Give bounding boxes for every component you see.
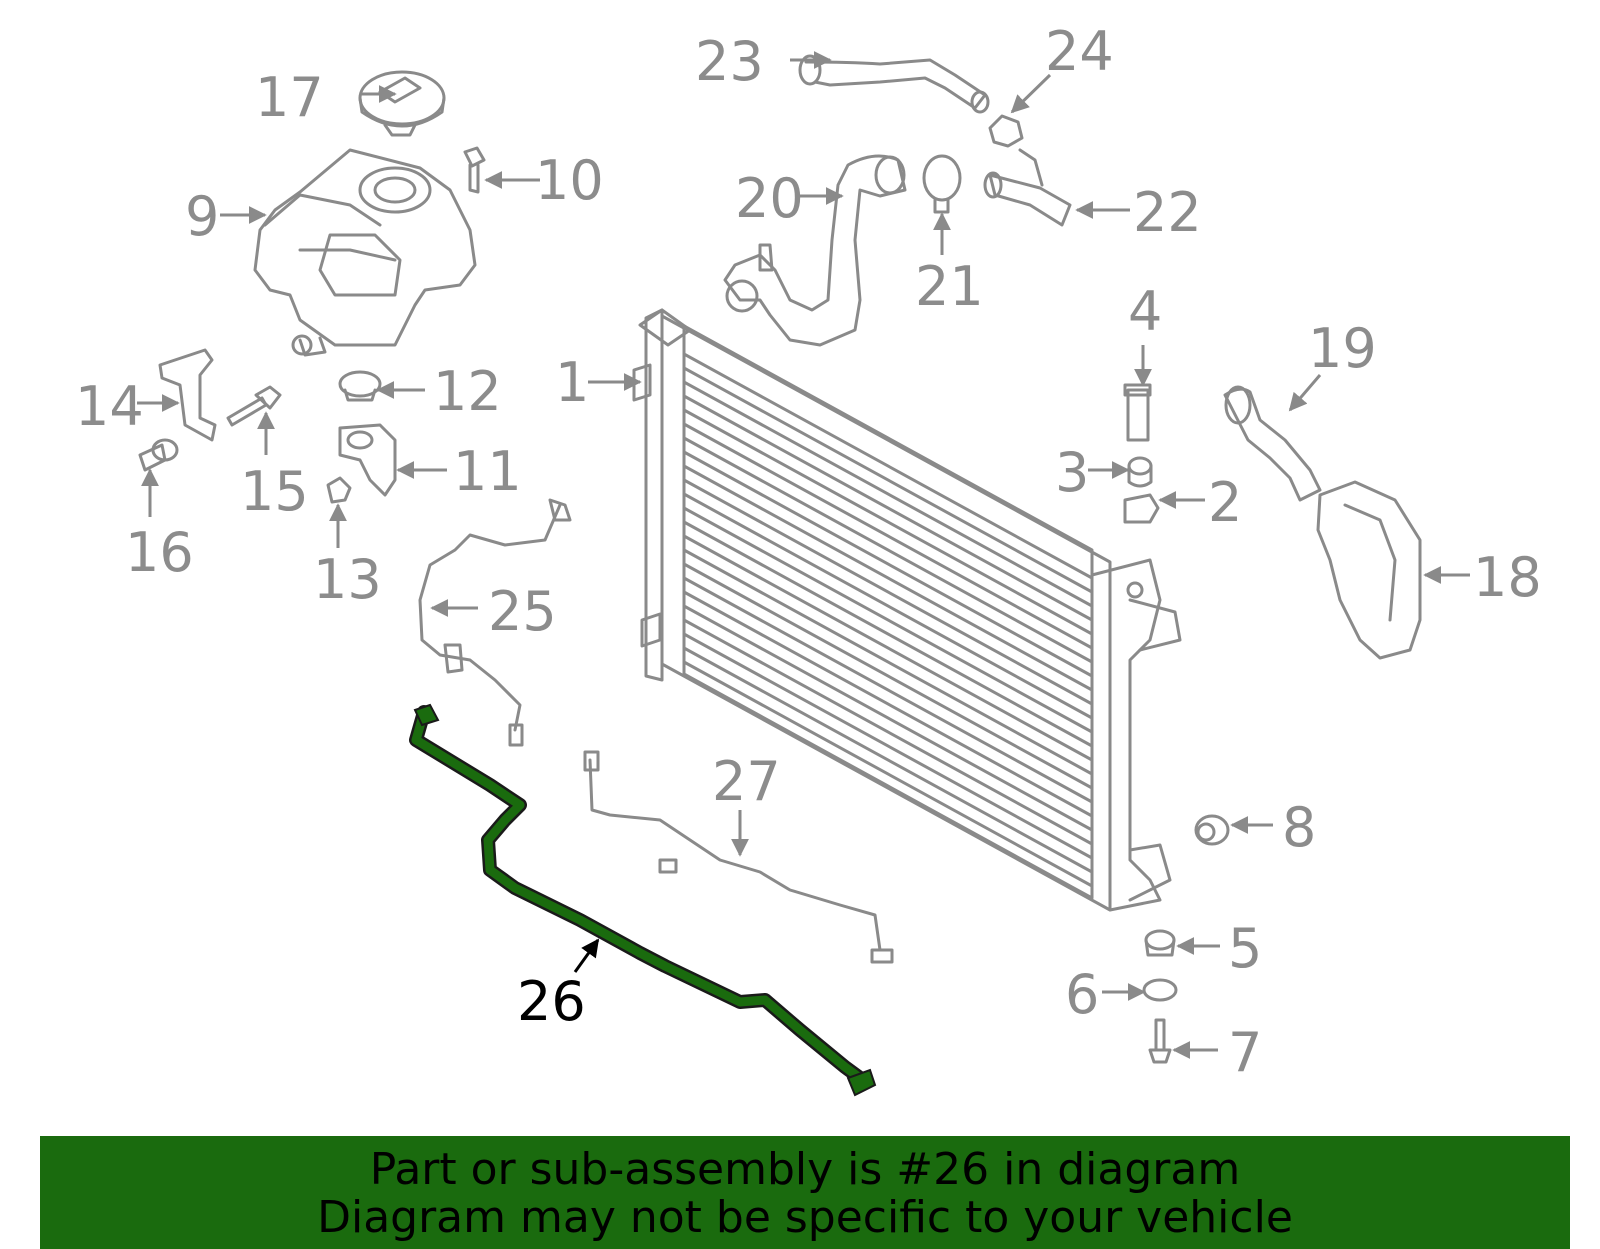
leader-arrows <box>137 51 1470 1059</box>
callout-10: 10 <box>535 149 604 212</box>
radiator-fin <box>682 422 1094 650</box>
leader-24 <box>1010 73 1052 114</box>
radiator-fin <box>682 464 1094 692</box>
hose-20-part <box>723 154 907 347</box>
part-7 <box>1148 1018 1172 1064</box>
callout-25: 25 <box>488 580 557 643</box>
callout-9: 9 <box>185 185 219 248</box>
banner-part-text: Part or sub-assembly is #26 in diagram <box>369 1144 1241 1195</box>
callout-2: 2 <box>1208 471 1242 534</box>
callout-27: 27 <box>712 750 781 813</box>
part-4 <box>1123 383 1152 442</box>
cap-part <box>358 70 446 137</box>
hose-19-part <box>1223 385 1322 502</box>
radiator-fin <box>682 632 1094 860</box>
radiator-fin <box>682 506 1094 734</box>
callout-23: 23 <box>695 30 764 93</box>
bolt-10-part <box>463 146 486 194</box>
callout-4: 4 <box>1128 280 1162 343</box>
part-5 <box>1144 929 1176 957</box>
callout-14: 14 <box>75 375 144 438</box>
part-3 <box>1127 456 1153 488</box>
radiator-fin <box>682 520 1094 748</box>
bracket-11-part <box>338 423 397 497</box>
radiator-part <box>632 308 1182 912</box>
radiator-fin <box>682 604 1094 832</box>
radiator-fin <box>682 352 1094 580</box>
radiator-fin <box>682 562 1094 790</box>
clamp-21-part <box>922 154 962 214</box>
bolt-15-part <box>226 385 282 427</box>
radiator-fin <box>682 492 1094 720</box>
callout-26-highlighted: 26 <box>517 970 586 1033</box>
callout-13: 13 <box>313 548 382 611</box>
radiator-fin <box>682 366 1094 594</box>
callout-7: 7 <box>1228 1021 1262 1084</box>
callout-labels: 17 10 9 23 24 20 21 22 1 4 3 2 19 18 12 … <box>75 20 1542 1084</box>
part-2 <box>1123 493 1160 524</box>
grommet-16-part <box>138 438 179 472</box>
radiator-fin <box>682 450 1094 678</box>
nut-12-part <box>338 370 382 402</box>
part-info-banner: Part or sub-assembly is #26 in diagram D… <box>40 1136 1570 1249</box>
callout-24: 24 <box>1045 20 1114 83</box>
radiator-fin <box>682 646 1094 874</box>
radiator-fin <box>682 394 1094 622</box>
nut-13-part <box>326 476 352 504</box>
callout-19: 19 <box>1308 317 1377 380</box>
callout-18: 18 <box>1473 546 1542 609</box>
hose-23-part <box>798 54 990 114</box>
radiator-fin <box>682 436 1094 664</box>
expansion-tank-part <box>253 148 477 357</box>
part-8 <box>1194 814 1230 846</box>
banner-disclaimer-text: Diagram may not be specific to your vehi… <box>317 1192 1293 1243</box>
callout-21: 21 <box>915 255 984 318</box>
callout-8: 8 <box>1282 796 1316 859</box>
callout-15: 15 <box>240 460 309 523</box>
hose-22-part <box>983 148 1072 227</box>
radiator-fin <box>682 380 1094 608</box>
clamp-24-part <box>988 114 1024 148</box>
radiator-fin <box>682 618 1094 846</box>
leader-26 <box>573 938 600 973</box>
radiator-fin <box>682 408 1094 636</box>
part-6 <box>1142 978 1178 1002</box>
radiator-fin <box>682 576 1094 804</box>
callout-5: 5 <box>1228 917 1262 980</box>
radiator-fin <box>682 548 1094 776</box>
callout-22: 22 <box>1133 181 1202 244</box>
pipe-25-part <box>418 498 572 747</box>
callout-1: 1 <box>555 351 589 414</box>
pipe-27-part <box>583 750 894 964</box>
hose-18-part <box>1316 480 1422 660</box>
callout-6: 6 <box>1065 963 1099 1026</box>
radiator-fin <box>682 660 1094 888</box>
callout-20: 20 <box>735 167 804 230</box>
callout-11: 11 <box>453 440 522 503</box>
hose-26-part-highlighted <box>409 703 877 1097</box>
callout-3: 3 <box>1055 441 1089 504</box>
radiator-fin <box>682 478 1094 706</box>
radiator-fin <box>682 534 1094 762</box>
callout-17: 17 <box>255 66 324 129</box>
radiator-fin <box>682 590 1094 818</box>
bracket-14-part <box>158 348 217 442</box>
leader-19 <box>1288 374 1322 412</box>
callout-12: 12 <box>433 360 502 423</box>
callout-16: 16 <box>125 521 194 584</box>
